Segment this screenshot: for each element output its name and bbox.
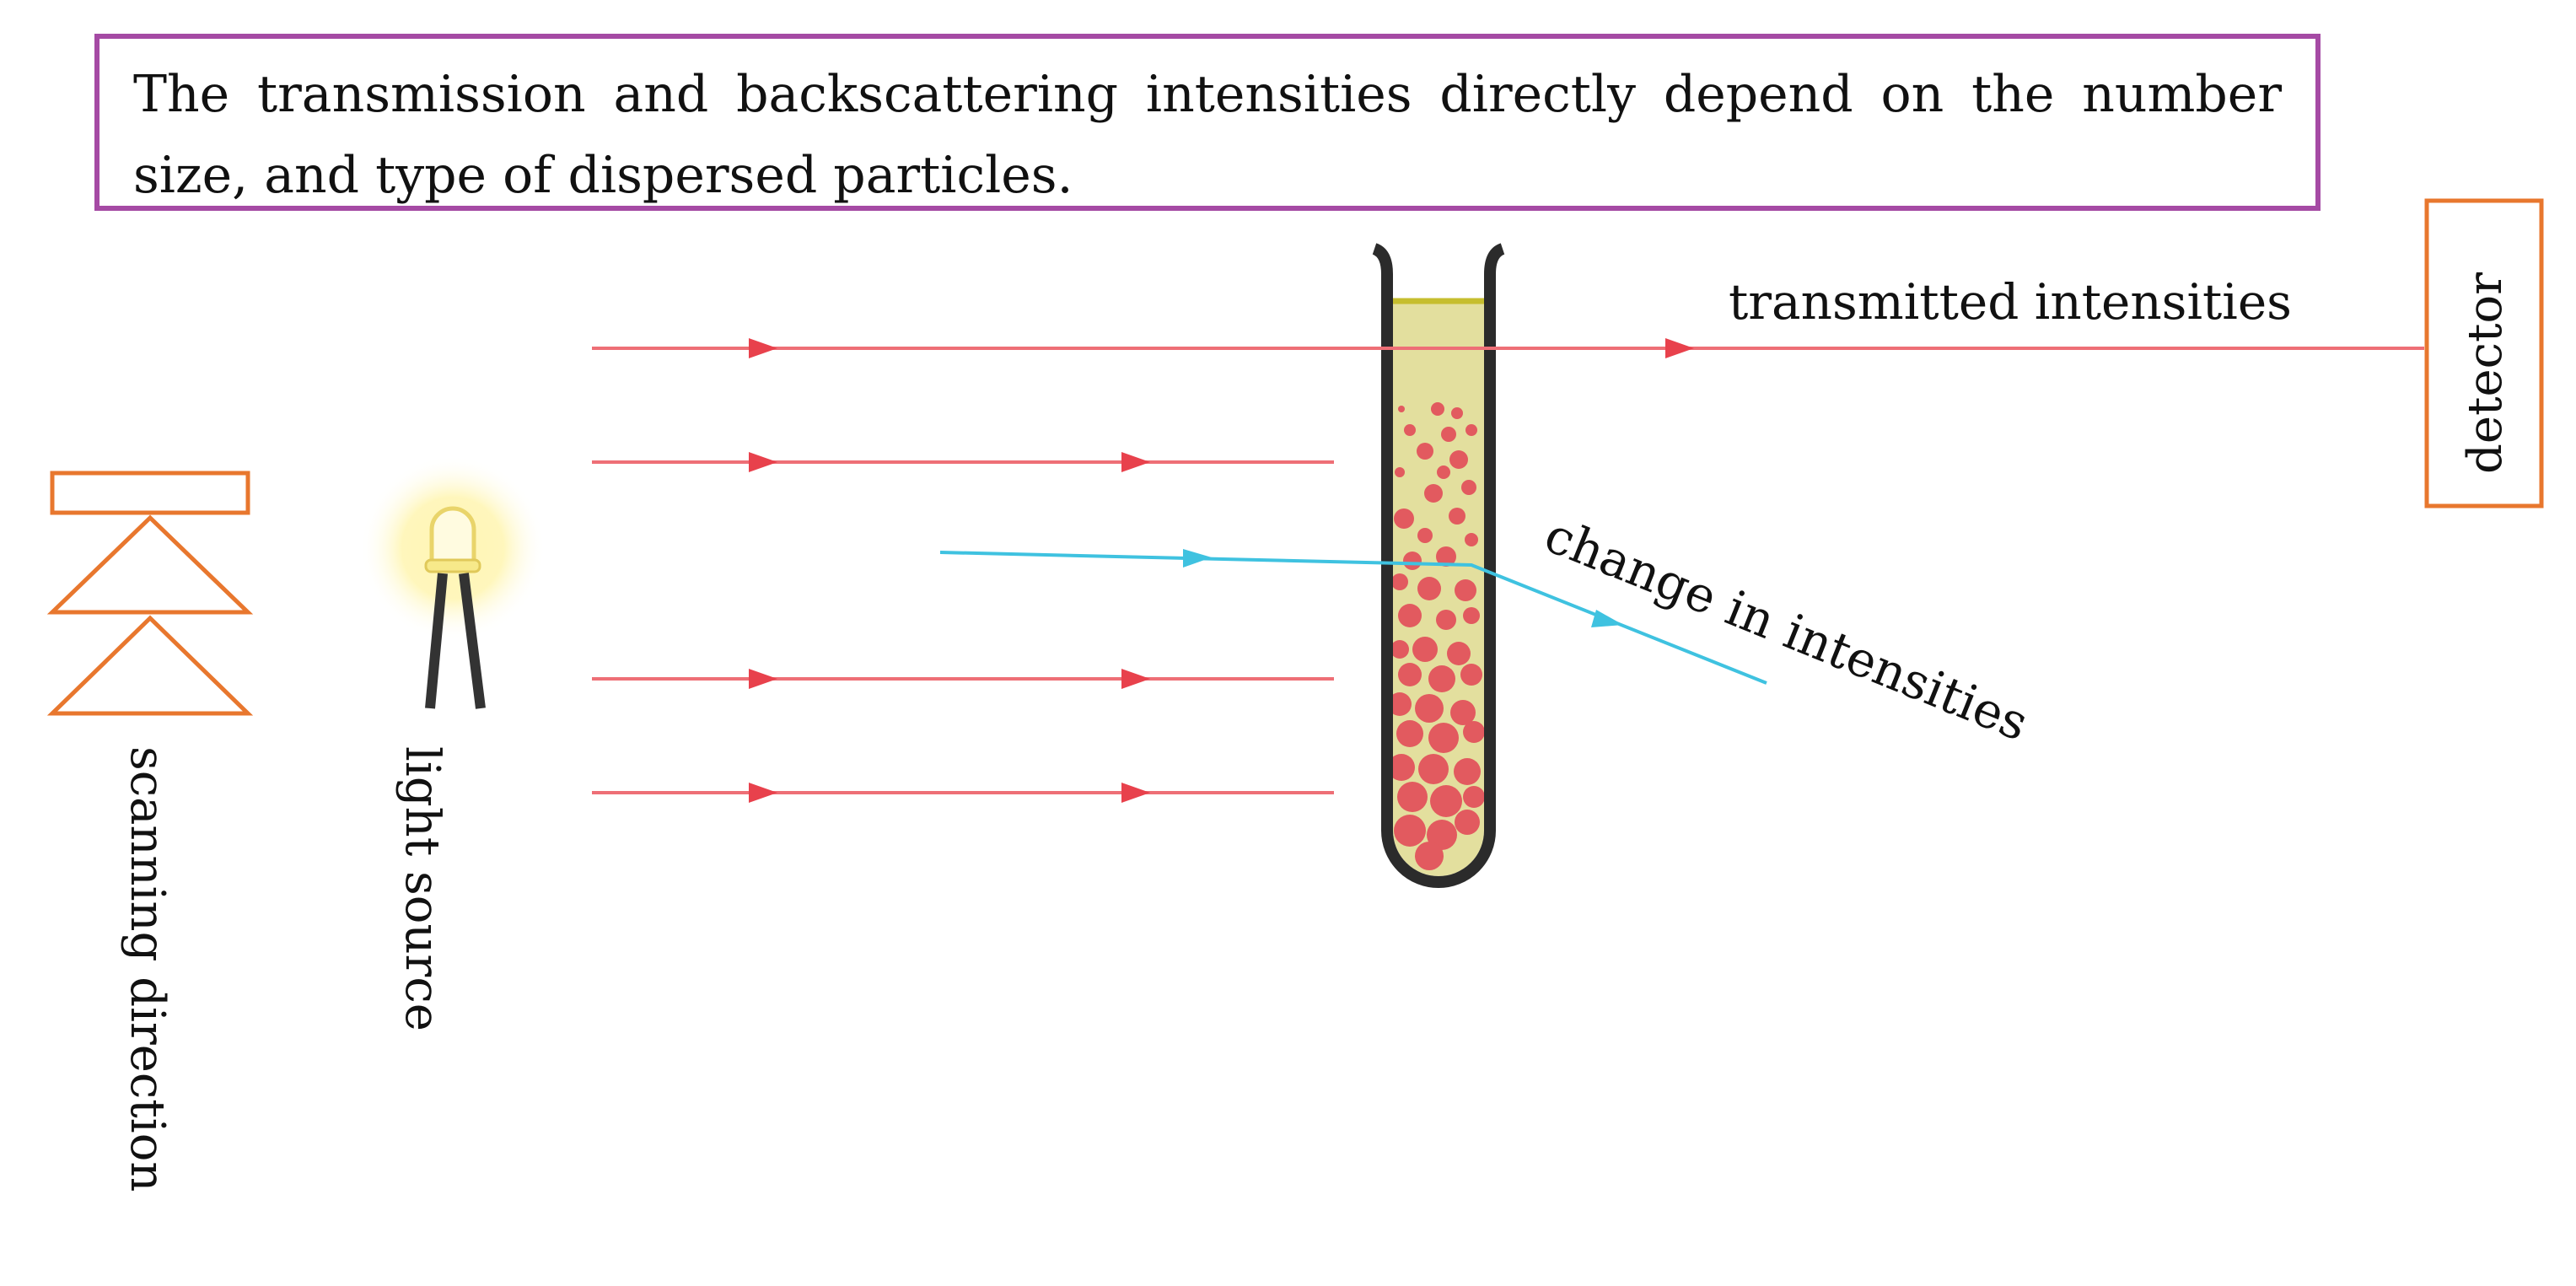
scanning-direction-label: scanning direction [120, 746, 175, 1192]
scattered-ray [939, 549, 1767, 685]
change-in-intensities-label: change in intensities [1537, 506, 2036, 752]
ray-arrow [749, 338, 777, 358]
detector-label: detector [2458, 272, 2513, 474]
tube-outline [1372, 243, 1505, 888]
caption-box: The transmission and backscattering inte… [94, 34, 2321, 211]
test-tube-icon [1372, 243, 1505, 888]
incident-rays [592, 338, 2424, 803]
particles [1393, 402, 1484, 870]
ray-arrow [749, 783, 777, 803]
ray-arrow [1665, 338, 1694, 358]
scanner-triangle-lower [46, 615, 254, 716]
ray-arrow [749, 452, 777, 472]
bulb-base [424, 558, 481, 573]
detector-box [2424, 198, 2544, 508]
scanner-triangle-upper [46, 514, 254, 615]
led-bulb-icon [360, 455, 546, 709]
bulb-head [429, 506, 476, 566]
scanner-triangles-icon [46, 471, 254, 716]
scattered-ray-arrow [1183, 549, 1212, 568]
bulb-leg-right [459, 573, 486, 709]
light-source-label: light source [395, 746, 449, 1031]
ray-arrow [1121, 669, 1150, 689]
transmitted-intensities-label: transmitted intensities [1729, 273, 2292, 331]
scattered-ray-line [939, 551, 1767, 685]
detector-box-icon [2424, 198, 2544, 508]
scanner-bar [50, 471, 250, 515]
ray-arrow [1121, 452, 1150, 472]
ray-arrow [749, 669, 777, 689]
scattered-ray-arrow [1591, 610, 1623, 627]
ray-arrow [1121, 783, 1150, 803]
bulb-leg-left [425, 573, 448, 709]
caption-text: The transmission and backscattering inte… [133, 65, 2282, 205]
